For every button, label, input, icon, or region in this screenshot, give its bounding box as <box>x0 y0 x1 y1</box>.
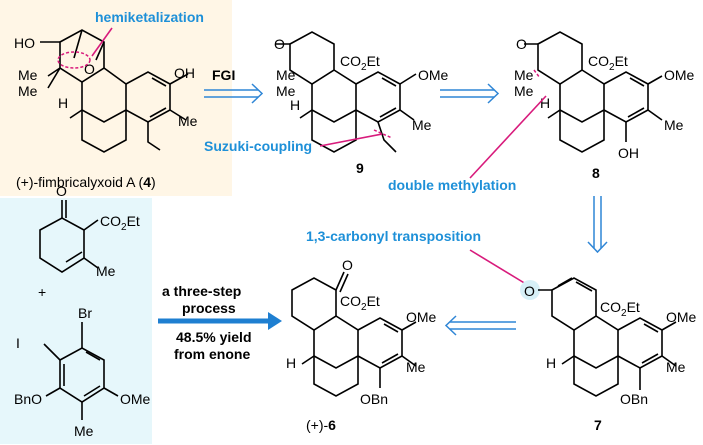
atom-label-8-H: H <box>540 95 550 111</box>
methylation-marker <box>533 69 541 79</box>
atom-label-6-OBn: OBn <box>360 391 388 407</box>
double-methylation-pointer <box>469 95 547 179</box>
atom-label-9-CO2Et: CO2Et <box>340 53 380 73</box>
atom-label-7-CO2Et: CO2Et <box>600 299 640 319</box>
molecule-enone <box>39 200 99 273</box>
condition-line-4: from enone <box>174 346 250 362</box>
atom-label-9-Me2: Me <box>276 83 296 99</box>
atom-label-7-OMe: OMe <box>666 309 697 325</box>
compound-label-4: (+)-fimbricalyxoid A (4) <box>16 174 156 190</box>
plus-sign: + <box>38 284 46 300</box>
atom-label-O: O <box>84 61 95 77</box>
atom-label-HO: HO <box>14 35 35 51</box>
atom-label-8-Me1: Me <box>514 67 534 83</box>
atom-label-6-OMe: OMe <box>406 309 437 325</box>
condition-line-1: a three-step <box>162 283 241 299</box>
annotation-hemiketalization: hemiketalization <box>95 9 204 25</box>
suzuki-pointer <box>319 133 383 147</box>
atom-label-8-Me2: Me <box>514 83 534 99</box>
condition-line-2: process <box>182 300 236 316</box>
atom-label-7-Me: Me <box>666 359 686 375</box>
atom-label-I: I <box>16 335 20 351</box>
atom-label-9-Me3: Me <box>412 117 432 133</box>
atom-label-Me3: Me <box>178 113 198 129</box>
molecule-6 <box>291 271 417 397</box>
atom-label-7-OBn: OBn <box>620 391 648 407</box>
target-panel <box>0 0 232 196</box>
transposition-pointer <box>469 249 527 285</box>
atom-label-8-CO2Et: CO2Et <box>588 53 628 73</box>
retro-arrow-4 <box>444 315 516 336</box>
molecule-7 <box>538 277 677 397</box>
atom-label-Me1: Me <box>18 67 38 83</box>
atom-label-enone-O: O <box>56 183 67 199</box>
atom-label-9-OMe: OMe <box>418 67 449 83</box>
atom-label-enone-Me: Me <box>96 263 116 279</box>
atom-label-Me2: Me <box>18 83 38 99</box>
hemiketalization-pointer <box>91 27 113 57</box>
retro-arrow-2 <box>440 83 500 104</box>
atom-label-6-O: O <box>342 257 353 273</box>
compound-label-8: 8 <box>592 165 600 181</box>
molecule-fimbricalyxoid-A <box>40 29 189 153</box>
atom-label-7-H: H <box>546 355 556 371</box>
annotation-carbonyl-transposition: 1,3-carbonyl transposition <box>306 228 481 244</box>
atom-label-Br: Br <box>78 305 92 321</box>
atom-label-sm2-Me: Me <box>74 423 94 439</box>
atom-label-6-CO2Et: CO2Et <box>340 293 380 313</box>
molecule-8 <box>524 31 663 153</box>
atom-label-OH: OH <box>174 65 195 81</box>
atom-label-8-OH: OH <box>618 145 639 161</box>
annotation-suzuki: Suzuki-coupling <box>204 138 312 154</box>
atom-label-sm2-OBn: BnO <box>14 391 42 407</box>
atom-label-9-O: O <box>274 36 285 52</box>
condition-line-3: 48.5% yield <box>176 329 252 345</box>
forward-arrow <box>158 312 282 330</box>
atom-label-enone-CO2Et: CO2Et <box>100 213 140 233</box>
atom-label-H: H <box>58 95 68 111</box>
atom-label-7-O: O <box>524 283 535 299</box>
atom-label-9-Me1: Me <box>276 67 296 83</box>
annotation-double-methylation: double methylation <box>388 177 516 193</box>
atom-label-8-OMe: OMe <box>664 67 695 83</box>
retro-arrow-1 <box>204 83 264 104</box>
suzuki-disconnection <box>373 129 393 139</box>
molecule-benzyl-iodide <box>43 322 119 420</box>
atom-label-6-Me: Me <box>406 359 426 375</box>
atom-label-8-O: O <box>516 36 527 52</box>
label-FGI: FGI <box>212 67 235 83</box>
atom-label-8-Me3: Me <box>664 117 684 133</box>
hemiketalization-highlight <box>57 51 91 69</box>
compound-name-4: (+)-fimbricalyxoid A ( <box>16 174 144 190</box>
transposition-highlight <box>520 280 540 300</box>
molecule-9 <box>276 31 417 153</box>
compound-label-6: (+)-6 <box>306 417 336 433</box>
atom-label-9-H: H <box>290 97 300 113</box>
atom-label-6-H: H <box>286 355 296 371</box>
compound-label-7: 7 <box>594 417 602 433</box>
compound-number-4: 4 <box>143 174 151 190</box>
starting-materials-panel <box>0 198 152 444</box>
retro-arrow-3 <box>587 196 608 254</box>
compound-name-4-suffix: ) <box>151 174 156 190</box>
compound-label-9: 9 <box>356 160 364 176</box>
atom-label-sm2-OMe: OMe <box>120 391 151 407</box>
